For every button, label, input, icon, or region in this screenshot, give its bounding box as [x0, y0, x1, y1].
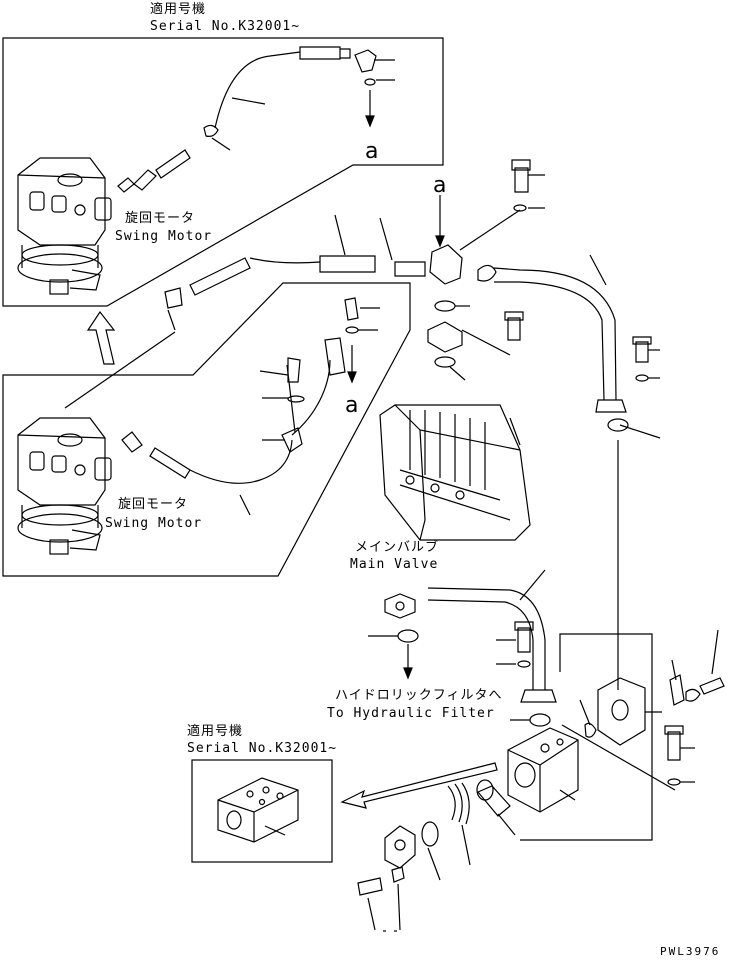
top-serial-label: Serial No.K32001~ [150, 19, 300, 34]
bottom-block-detail [217, 777, 299, 843]
ref-a-label-1: a [365, 139, 378, 164]
main-valve-en: Main Valve [350, 557, 438, 572]
lower-block-assembly [357, 727, 579, 932]
swing-motor-en-1: Swing Motor [115, 229, 212, 244]
ref-a-label-2: a [345, 393, 358, 418]
top-inset-frame [2, 37, 444, 307]
bottom-detail-frame [191, 759, 333, 863]
upper-pipe-assembly [477, 254, 661, 439]
main-valve-jp: メインバルブ [355, 539, 439, 555]
up-arrow-icon [86, 310, 116, 365]
swing-motor-jp-2: 旋回モータ [118, 497, 188, 512]
top-hose-assembly [117, 46, 395, 193]
drawing-number: PWL3976 [660, 945, 720, 958]
swing-motor-2 [17, 417, 112, 555]
right-block-assembly [561, 440, 725, 791]
middle-hose-assembly [64, 257, 380, 516]
lower-pipe-assembly [368, 569, 557, 727]
left-arrow-icon [340, 762, 498, 809]
swing-motor-jp-1: 旋回モータ [125, 211, 195, 226]
top-applicable-label: 適用号機 [150, 1, 206, 17]
right-detail-frame [520, 633, 653, 841]
filter-jp: ハイドロリックフィルタへ [335, 688, 502, 703]
main-valve [379, 404, 531, 541]
center-connector-assembly [249, 159, 545, 381]
filter-en: To Hydraulic Filter [327, 706, 495, 721]
swing-motor-en-2: Swing Motor [105, 516, 202, 531]
ref-a-label-3: a [433, 173, 446, 198]
bottom-applicable-label: 適用号機 [187, 723, 243, 739]
swing-motor-1 [17, 157, 112, 295]
bottom-serial-label: Serial No.K32001~ [187, 741, 337, 756]
middle-inset-frame [2, 282, 411, 577]
